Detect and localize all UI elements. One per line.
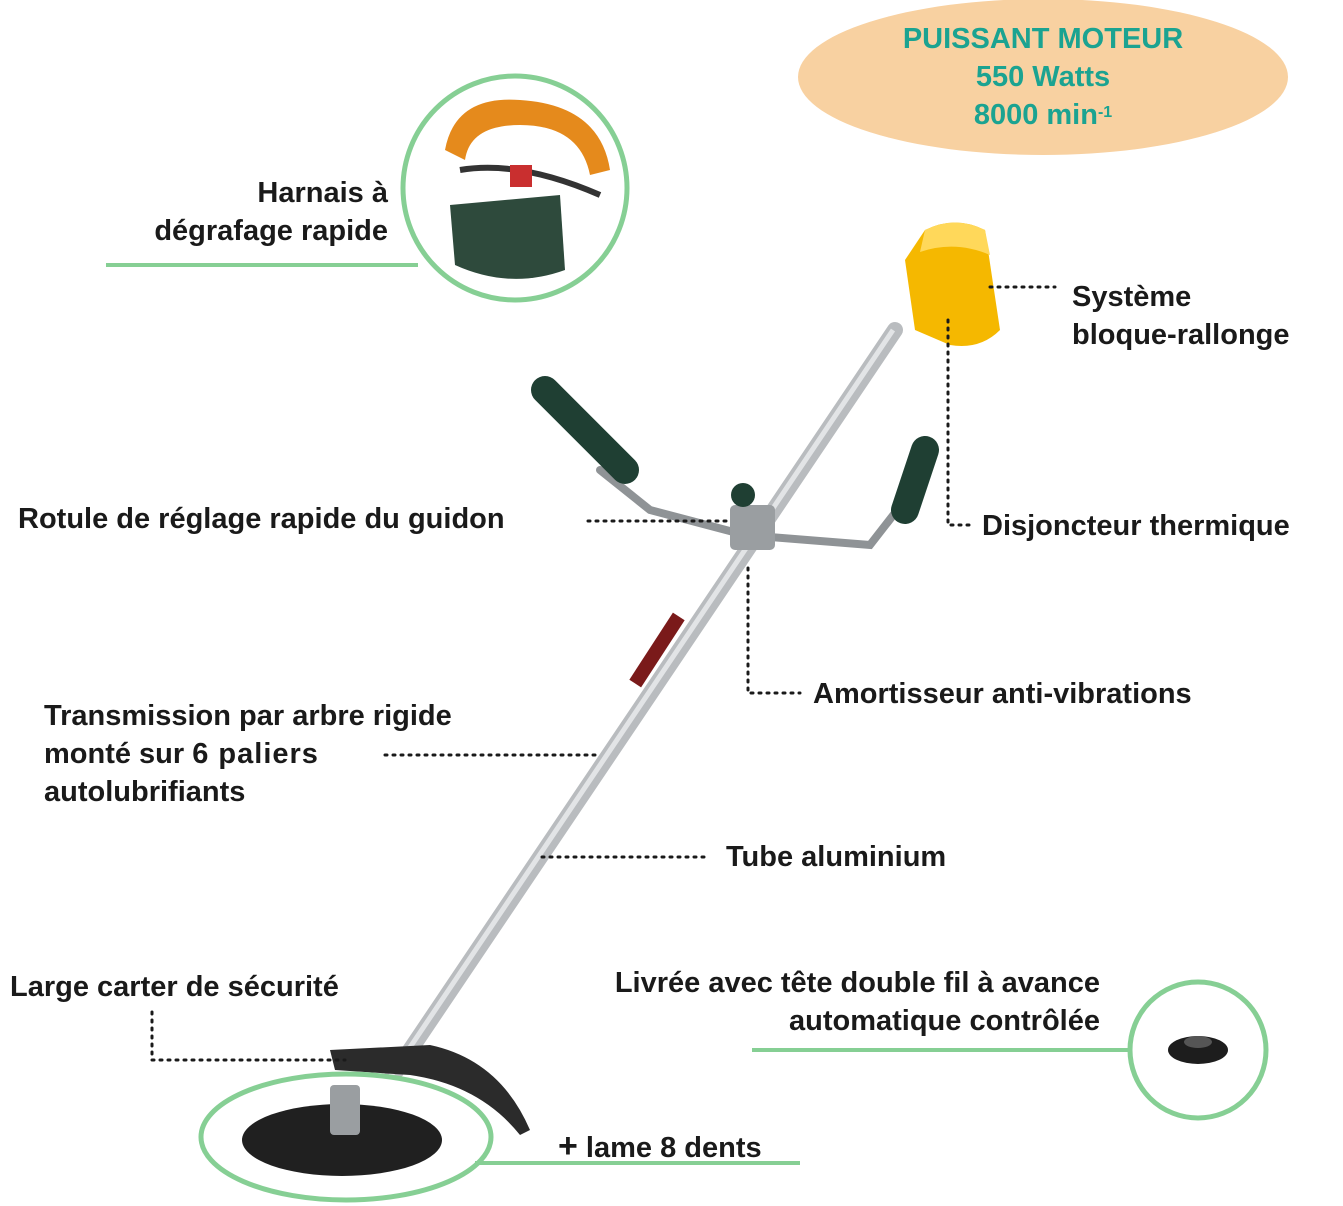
blade-disc [242,1104,442,1176]
transmission-line3: autolubrifiants [44,776,246,808]
transmission-line2-a: monté sur [44,738,193,770]
blade-label: + lame 8 dents [558,1127,762,1167]
guard-label: Large carter de sécurité [10,971,339,1003]
spool-cap [1184,1036,1212,1048]
tube-highlight [385,328,896,1082]
tube-label: Tube aluminium [726,841,947,873]
shaft-decal [629,612,685,688]
spool-head [1168,1036,1228,1064]
leader-lines [150,285,1057,1062]
harness-label-line1: Harnais à [257,177,388,209]
handlebar [531,376,939,550]
head-label-line2: automatique contrôlée [789,1005,1100,1037]
head-label: Livrée avec tête double fil à avance aut… [560,964,1100,1040]
motor-badge-ellipse [798,0,1288,155]
badge-line1: PUISSANT MOTEUR [902,23,1184,55]
harness-picture [445,99,610,279]
extension-label-line2: bloque-rallonge [1072,319,1290,351]
transmission-label: Transmission par arbre rigide monté sur … [44,697,452,811]
blade-plus: + [558,1127,578,1165]
motor-badge: PUISSANT MOTEUR 550 Watts 8000 min-1 [800,20,1286,134]
head-label-line1: Livrée avec tête double fil à avance [614,967,1100,999]
extension-lock-label: Système bloque-rallonge [1072,278,1290,354]
harness-label: Harnais à dégrafage rapide [130,174,388,250]
gear-head [330,1085,360,1135]
safety-guard [330,1045,530,1135]
shock-absorber-label: Amortisseur anti-vibrations [813,678,1192,710]
badge-line3: 8000 min-1 [800,96,1286,134]
transmission-line2: monté sur 6 paliers [44,735,452,773]
thermal-breaker-label: Disjoncteur thermique [982,510,1290,542]
transmission-line1: Transmission par arbre rigide [44,700,452,732]
harness-label-line2: dégrafage rapide [154,215,388,247]
badge-line2: 550 Watts [975,61,1111,93]
extension-label-line1: Système [1072,281,1192,313]
motor-housing [905,222,1000,346]
handlebar-label: Rotule de réglage rapide du guidon [18,503,505,535]
badge-line3-base: 8000 min [973,99,1098,131]
badge-line3-sup: -1 [1097,104,1113,121]
blade-text: lame 8 dents [585,1132,762,1164]
transmission-line2-b: 6 paliers [192,738,319,770]
